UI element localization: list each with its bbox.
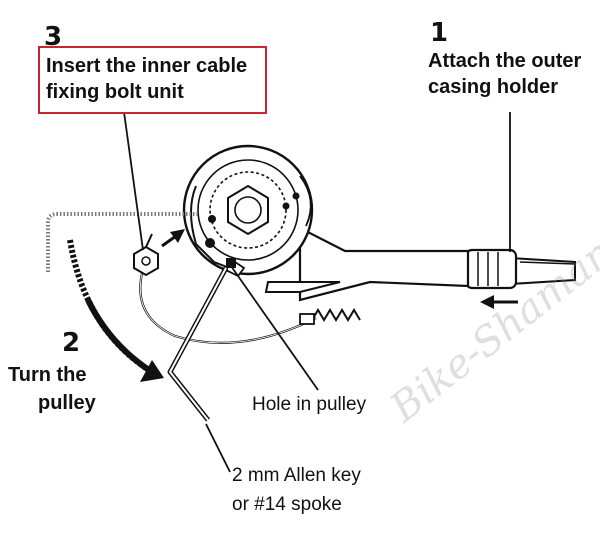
step2-text-line2: pulley (38, 392, 96, 414)
step3-number: 3 (44, 22, 63, 52)
hole-in-pulley-label: Hole in pulley (252, 394, 367, 415)
step2-text-line1: Turn the (8, 364, 87, 386)
fixing-bolt (133, 233, 159, 277)
insert-arrow (161, 229, 185, 248)
leader-allen (205, 423, 231, 473)
step3-text-line1: Insert the inner cable (46, 55, 248, 77)
leader-hole (230, 265, 319, 391)
allen-key-label-line2: or #14 spoke (232, 494, 342, 515)
rotation-arrow (67, 239, 164, 382)
leader-step3 (123, 111, 144, 251)
step1-text-line2: casing holder (428, 76, 559, 98)
hub-arm (298, 226, 470, 302)
cable-spring (311, 308, 361, 322)
step1-number: 1 (430, 18, 449, 48)
pulley (182, 144, 314, 278)
inner-cable-dotted (46, 212, 200, 272)
push-direction-arrow (480, 295, 518, 309)
step1-text-line1: Attach the outer (428, 50, 582, 72)
step3-highlight-box (38, 46, 267, 114)
step2-number: 2 (62, 328, 81, 358)
hole-in-pulley-marker (226, 258, 236, 268)
step3-text-line2: fixing bolt unit (46, 81, 184, 103)
allen-key-label-line1: 2 mm Allen key (232, 465, 361, 486)
allen-key (167, 266, 229, 422)
outer-casing-holder (464, 248, 518, 290)
